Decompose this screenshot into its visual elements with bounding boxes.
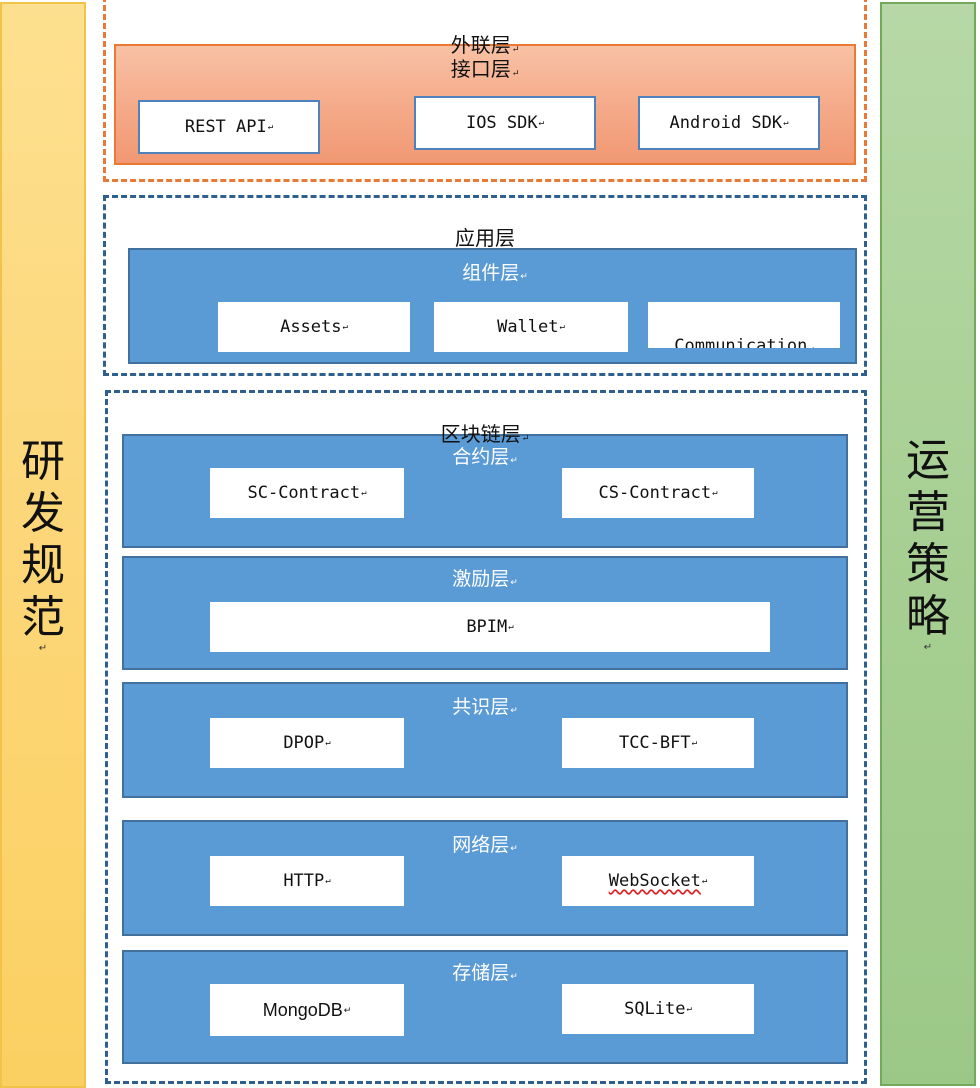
external-layer-frame	[103, 0, 867, 182]
component-layer-title: 组件层↵	[462, 262, 528, 284]
pillar-char: 发	[21, 488, 65, 539]
tcc-bft-node: TCC-BFT↵	[562, 718, 754, 768]
paragraph-mark: ↵	[38, 643, 48, 654]
contract-layer-title: 合约层↵	[452, 446, 518, 468]
cs-contract-node: CS-Contract↵	[562, 468, 754, 518]
application-layer-frame	[103, 195, 867, 376]
pillar-char: 规	[21, 540, 65, 591]
communication-node: Communication↵	[648, 302, 840, 348]
operations-strategy-pillar: 运 营 策 略 ↵	[880, 2, 976, 1086]
pillar-char: 研	[21, 436, 65, 487]
ios-sdk-node: IOS SDK↵	[414, 96, 596, 150]
sqlite-node: SQLite↵	[562, 984, 754, 1034]
rest-api-node: REST API↵	[138, 100, 320, 154]
pillar-char: 范	[21, 592, 65, 643]
wallet-node: Wallet↵	[434, 302, 628, 352]
android-sdk-node: Android SDK↵	[638, 96, 820, 150]
mongodb-node: MongoDB↵	[210, 984, 404, 1036]
rd-standards-pillar: 研 发 规 范 ↵	[0, 2, 86, 1088]
paragraph-mark: ↵	[923, 642, 933, 653]
blockchain-layer-frame	[105, 390, 867, 1084]
pillar-char: 运	[906, 435, 950, 486]
sc-contract-node: SC-Contract↵	[210, 468, 404, 518]
storage-layer-title: 存储层↵	[452, 962, 518, 984]
pillar-char: 营	[906, 487, 950, 538]
dpop-node: DPOP↵	[210, 718, 404, 768]
pillar-char: 策	[906, 539, 950, 590]
interface-layer-title: 接口层↵	[450, 57, 520, 81]
incentive-layer-title: 激励层↵	[452, 568, 518, 590]
assets-node: Assets↵	[218, 302, 410, 352]
pillar-char: 略	[906, 591, 950, 642]
bpim-node: BPIM↵	[210, 602, 770, 652]
network-layer-title: 网络层↵	[452, 834, 518, 856]
blockchain-layer-title: 区块链层↵	[440, 422, 530, 446]
websocket-node: WebSocket↵	[562, 856, 754, 906]
http-node: HTTP↵	[210, 856, 404, 906]
consensus-layer-title: 共识层↵	[452, 696, 518, 718]
external-layer-title: 外联层↵	[450, 33, 520, 57]
application-layer-title: 应用层	[455, 226, 515, 250]
